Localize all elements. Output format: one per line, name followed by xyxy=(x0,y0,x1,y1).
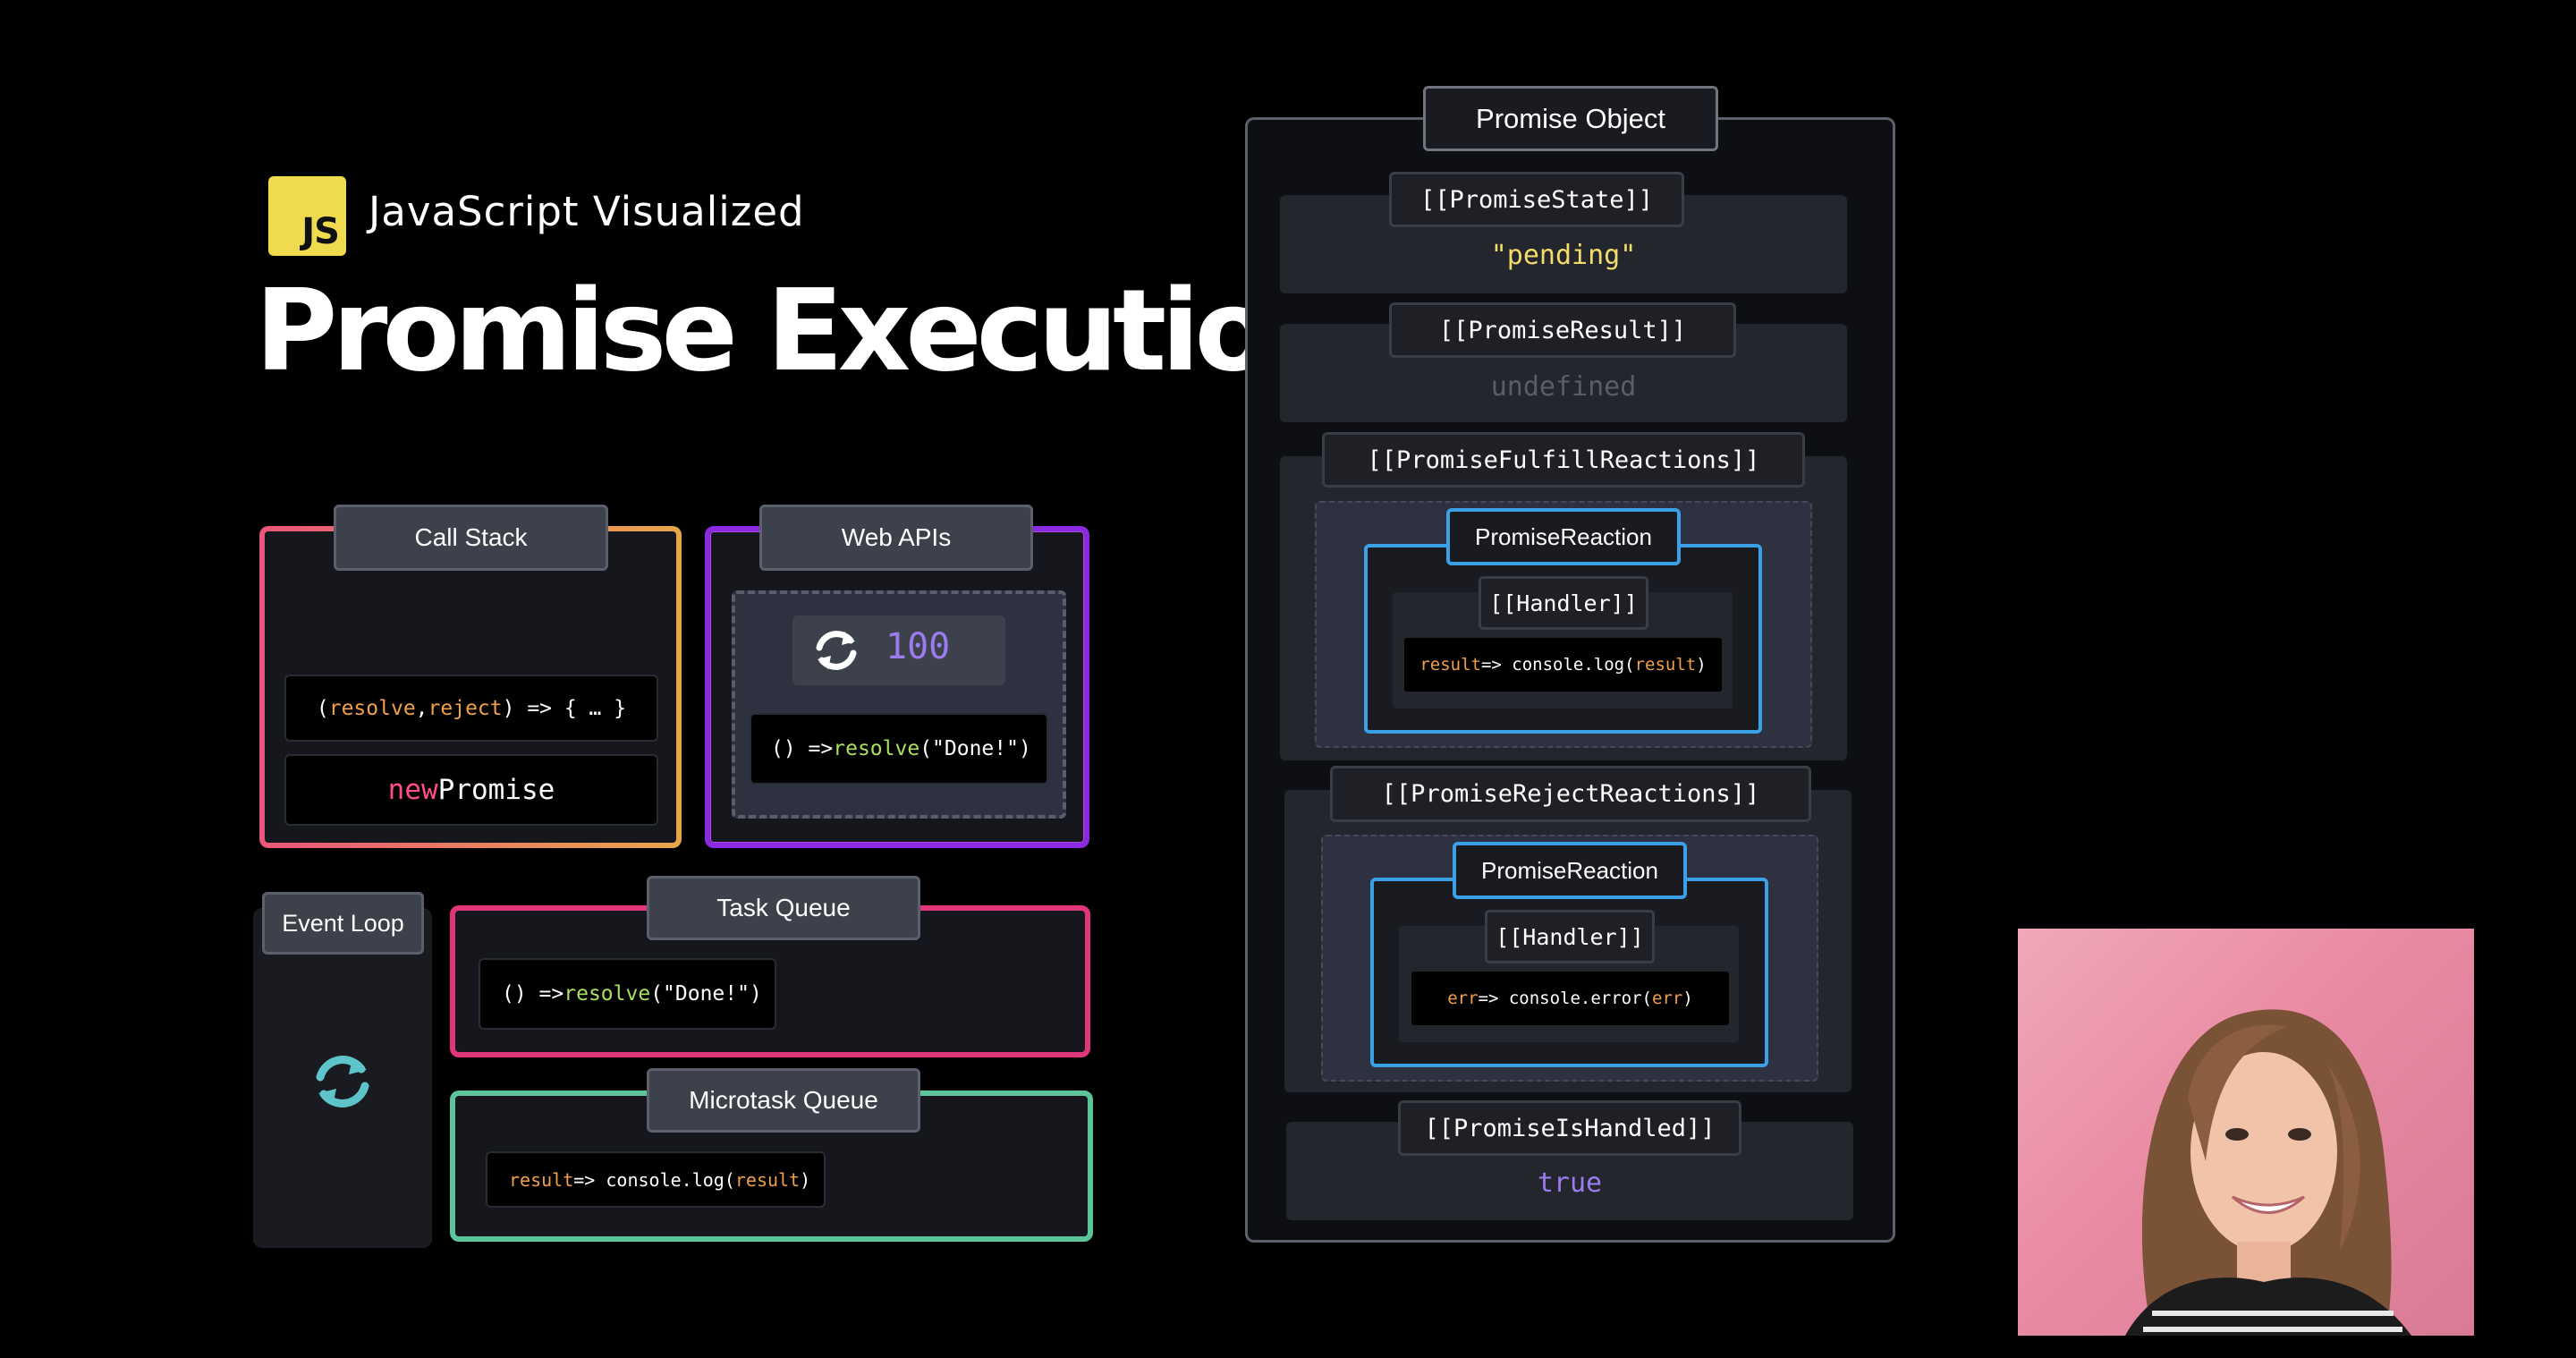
promise-fulfill-reactions-label: [[PromiseFulfillReactions]] xyxy=(1322,432,1805,488)
task-queue-label: Task Queue xyxy=(647,876,920,940)
call-stack-label: Call Stack xyxy=(334,505,608,571)
promise-result-label: [[PromiseResult]] xyxy=(1389,302,1736,358)
promise-is-handled-label: [[PromiseIsHandled]] xyxy=(1398,1100,1741,1156)
presenter-webcam xyxy=(2018,929,2474,1336)
js-logo-text: JS xyxy=(301,211,339,252)
web-api-callback: () => resolve("Done!") xyxy=(750,713,1048,785)
microtask-queue-label: Microtask Queue xyxy=(647,1068,920,1133)
series-title: JavaScript Visualized xyxy=(369,188,805,235)
promise-reject-reactions-label: [[PromiseRejectReactions]] xyxy=(1330,766,1811,822)
fulfill-handler-code: result => console.log(result) xyxy=(1404,638,1722,692)
fulfill-promise-reaction-label: PromiseReaction xyxy=(1446,508,1681,565)
timer-value: 100 xyxy=(886,626,950,667)
reject-promise-reaction-label: PromiseReaction xyxy=(1453,842,1687,899)
js-logo: JS xyxy=(268,176,346,256)
fulfill-handler-label: [[Handler]] xyxy=(1479,576,1648,630)
event-loop-refresh-icon xyxy=(308,1047,377,1116)
promise-result-value: undefined xyxy=(1280,371,1847,403)
promise-state-value: "pending" xyxy=(1280,240,1847,271)
reject-handler-code: err => console.error(err) xyxy=(1411,972,1729,1025)
page-title: Promise Execution xyxy=(255,275,1342,387)
web-apis-label: Web APIs xyxy=(759,505,1033,571)
call-stack-frame: (resolve, reject) => { … } xyxy=(284,675,658,742)
promise-is-handled-value: true xyxy=(1286,1167,1853,1199)
promise-state-label: [[PromiseState]] xyxy=(1389,172,1684,227)
refresh-icon xyxy=(809,623,864,678)
promise-object-label: Promise Object xyxy=(1423,86,1718,151)
microtask-queue-item: result => console.log(result) xyxy=(486,1151,826,1208)
task-queue-item: () => resolve("Done!") xyxy=(479,958,776,1030)
call-stack-frame: new Promise xyxy=(284,754,658,826)
event-loop-label: Event Loop xyxy=(262,892,424,955)
reject-handler-label: [[Handler]] xyxy=(1485,910,1655,963)
